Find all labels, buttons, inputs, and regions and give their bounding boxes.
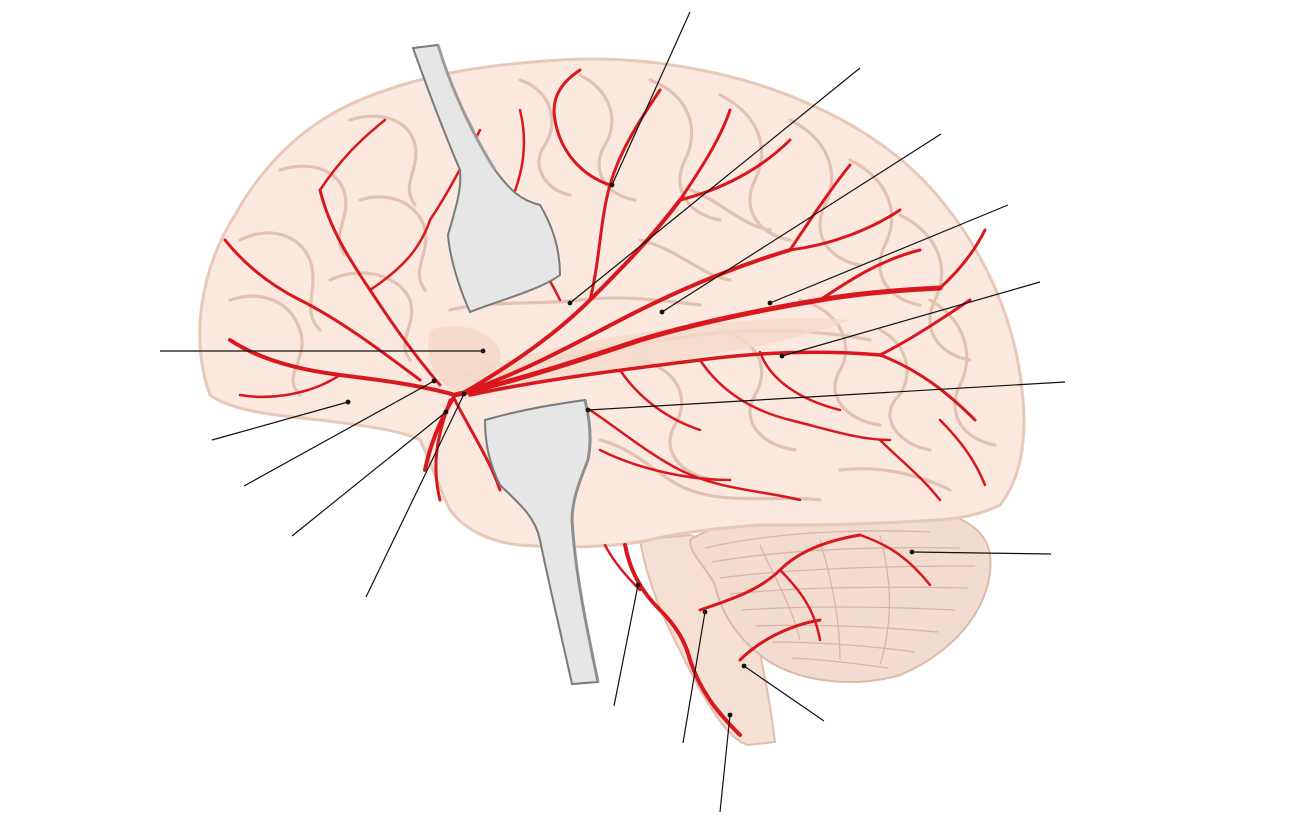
leader-left-3 xyxy=(243,380,435,487)
leader-top-1 xyxy=(611,11,691,186)
leader-bottom-1 xyxy=(613,584,639,707)
leader-left-4 xyxy=(291,411,447,537)
leader-right-cerebellum xyxy=(911,551,1052,555)
leader-right-1 xyxy=(769,204,1009,304)
lower-retractor xyxy=(483,398,600,686)
leader-bottom-4 xyxy=(743,665,825,722)
cerebrum xyxy=(198,57,1026,549)
leader-lines xyxy=(160,11,1066,813)
leader-left-5 xyxy=(365,393,465,598)
upper-retractor xyxy=(411,43,562,314)
leader-top-2 xyxy=(569,67,861,304)
arteries xyxy=(223,68,987,737)
leader-right-3 xyxy=(587,381,1066,411)
leader-left-2 xyxy=(211,401,349,441)
leader-top-3 xyxy=(661,133,942,313)
leader-bottom-3 xyxy=(719,714,731,813)
cerebellum xyxy=(688,503,992,684)
leader-bottom-2 xyxy=(682,611,706,744)
leader-right-2 xyxy=(781,281,1041,357)
